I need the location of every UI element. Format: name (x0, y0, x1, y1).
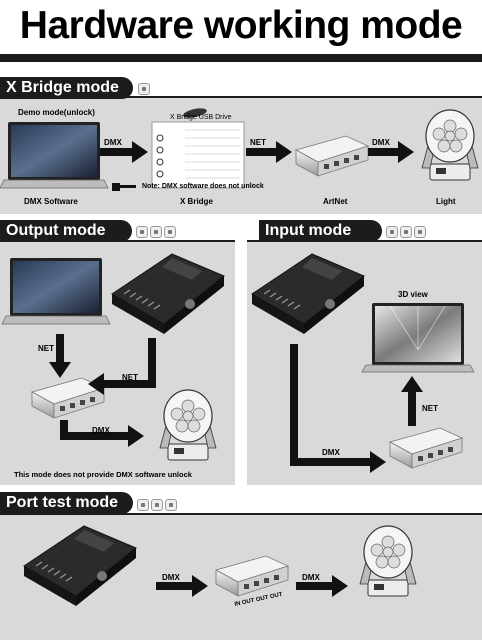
xbridge-header-rule (0, 96, 482, 98)
output-laptop (1, 257, 111, 325)
xbridge-light-label: Light (436, 197, 456, 206)
input-console (251, 253, 365, 335)
output-console (111, 253, 225, 335)
windows-icon (136, 226, 148, 238)
porttest-dmx-right-arrow (296, 575, 348, 597)
output-dmx-label: DMX (92, 426, 110, 435)
windows-icon (138, 83, 150, 95)
apple-icon (150, 226, 162, 238)
xbridge-light (421, 109, 479, 181)
input-dmx-label: DMX (322, 448, 340, 457)
input-dmx-arrow (290, 344, 386, 473)
xbridge-artnet-label: ArtNet (323, 197, 348, 206)
xbridge-note: Note: DMX software does not unlock (142, 183, 264, 190)
xbridge-net-arrow (246, 141, 292, 163)
input-net-arrow (401, 376, 423, 426)
xbridge-artnet-node (295, 135, 369, 177)
input-net-label: NET (422, 404, 438, 413)
android-icon (165, 499, 177, 511)
input-os-icons (386, 226, 426, 238)
page-title: Hardware working mode (19, 4, 463, 47)
xbridge-note-arrow (112, 183, 136, 191)
output-header: Output mode (0, 220, 132, 242)
xbridge-usb-label: X Bridge USB Drive (170, 114, 232, 121)
xbridge-net-label: NET (250, 138, 266, 147)
xbridge-os-icons (138, 83, 150, 95)
input-node (389, 427, 463, 469)
android-icon (164, 226, 176, 238)
apple-icon (400, 226, 412, 238)
input-view-label: 3D view (398, 290, 428, 299)
porttest-node (215, 555, 289, 597)
output-os-icons (136, 226, 176, 238)
porttest-console (23, 525, 137, 607)
xbridge-dmx2-arrow (368, 141, 414, 163)
xbridge-dmx-label: DMX (104, 138, 122, 147)
output-net-right-arrow (88, 338, 156, 395)
output-header-rule (0, 240, 235, 242)
xbridge-laptop (0, 121, 109, 189)
output-net-right-label: NET (122, 373, 138, 382)
porttest-header: Port test mode (0, 492, 133, 514)
xbridge-header: X Bridge mode (0, 77, 133, 99)
output-light (159, 389, 217, 461)
porttest-dmx-left-label: DMX (162, 573, 180, 582)
apple-icon (151, 499, 163, 511)
output-dmx-arrow (60, 420, 144, 447)
porttest-os-icons (137, 499, 177, 511)
title-rule (0, 54, 482, 62)
xbridge-dmx2-label: DMX (372, 138, 390, 147)
output-net-left-arrow (49, 334, 71, 378)
xbridge-software-label: DMX Software (24, 197, 78, 206)
windows-icon (137, 499, 149, 511)
xbridge-demo-label: Demo mode(unlock) (18, 108, 95, 117)
input-header: Input mode (259, 220, 382, 242)
porttest-dmx-left-arrow (156, 575, 208, 597)
input-header-rule (247, 240, 482, 242)
android-icon (414, 226, 426, 238)
porttest-dmx-right-label: DMX (302, 573, 320, 582)
input-3d-monitor (361, 303, 475, 373)
xbridge-dmx-arrow (100, 141, 148, 163)
porttest-light (359, 525, 417, 597)
windows-icon (386, 226, 398, 238)
porttest-header-rule (0, 513, 482, 515)
xbridge-grid-sheet (151, 108, 245, 189)
xbridge-bridge-label: X Bridge (180, 197, 213, 206)
output-note: This mode does not provide DMX software … (14, 470, 192, 479)
output-net-left-label: NET (38, 344, 54, 353)
